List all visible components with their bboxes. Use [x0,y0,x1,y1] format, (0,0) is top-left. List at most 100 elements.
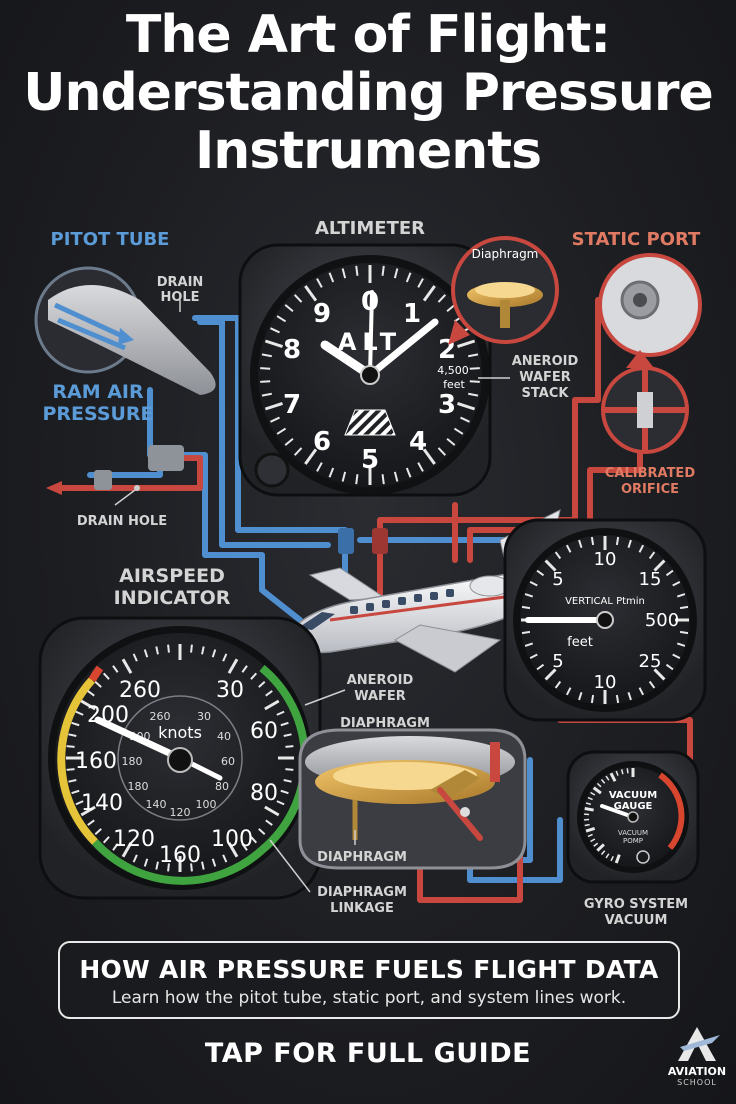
dial-tick [241,665,248,673]
dial-tick [87,819,95,826]
dial-tick [592,786,602,795]
dial-tick [468,353,479,358]
dial-tick [241,843,248,851]
dial-tick [102,836,110,844]
vacuum-label: VACUUM [618,829,648,837]
dial-tick [250,836,258,844]
vsi-title: VERTICAL Ptmin [565,596,645,607]
dial-tick [469,367,480,370]
dial-tick [71,721,80,727]
info-banner[interactable]: HOW AIR PRESSURE FUELS FLIGHT DATA Learn… [58,941,680,1019]
vsi-number: 25 [639,651,662,672]
diaphragm-cutaway-illustration [298,728,527,870]
airspeed-unit: knots [158,723,202,742]
vsi-number: 10 [594,549,617,570]
dial-tick [524,593,534,598]
dial-tick [676,642,686,647]
vsi-number: 15 [639,569,662,590]
dial-tick [293,447,303,456]
calibrated-orifice-illustration [601,366,689,454]
altimeter-number: 1 [403,299,421,329]
dial-tick [605,775,610,781]
dial-tick [285,768,294,771]
dial-tick [222,854,228,863]
dial-tick [417,462,424,472]
dial-tick [648,551,656,560]
airspeed-inner-number: 60 [221,755,235,768]
dial-tick [585,827,596,833]
dial-tick [283,779,292,783]
dial-tick [94,828,102,836]
airspeed-inner-number: 30 [197,710,211,723]
airspeed-outer-number: 100 [211,827,253,852]
dial-tick [75,800,84,806]
dial-tick [211,649,217,658]
dial-tick [529,580,538,587]
static-port-illustration [598,253,702,368]
dial-tick [590,838,596,843]
dial-tick [676,593,686,598]
dial-tick [260,380,271,383]
line-connector-icon [338,528,354,554]
dial-tick [648,680,656,689]
dial-tick [615,694,620,704]
dial-tick [605,853,610,859]
dial-tick [596,782,602,788]
dial-tick [565,687,572,696]
dial-tick [68,779,77,783]
dial-tick [227,658,239,674]
dial-tick [460,416,470,423]
title-line-1: The Art of Flight: [125,5,611,65]
dial-tick [600,778,606,784]
airspeed-inner-number: 140 [146,798,167,811]
altimeter-number: 6 [313,427,331,457]
label-static-port: STATIC PORT [572,229,701,250]
dial-tick [355,474,359,485]
vacuum-label: GAUGE [614,801,653,812]
label-diaphragm-lower: DIAPHRAGM [317,850,407,865]
dial-tick [524,642,534,647]
full-guide-link[interactable]: TAP FOR FULL GUIDE [204,1038,532,1069]
dial-tick [544,668,557,681]
aviation-logo-icon [678,1027,720,1061]
dial-tick [250,672,258,680]
altimeter-number: 7 [283,390,301,420]
altimeter-gauge: 0 1 2 3 4 5 6 7 8 9 ALT 4,500 feet [238,243,492,497]
dial-tick [285,745,294,748]
airspeed-indicator-gauge: 260 30 60 80 100 160 120 140 160 200 260… [38,616,322,900]
dial-tick [276,427,287,435]
dial-tick [587,833,593,838]
dial-tick [578,539,583,549]
dial-tick [190,644,193,653]
logo-sub: SCHOOL [677,1078,717,1087]
dial-tick [132,854,138,863]
dial-tick [264,339,283,348]
dial-tick [270,327,280,334]
airspeed-outer-number: 260 [119,678,161,703]
dial-tick [381,265,385,276]
title-line-3: Instruments [194,121,542,181]
dial-tick [587,796,593,801]
dial-tick [121,658,133,674]
dial-tick [280,721,289,727]
label-calibrated-orifice: CALIBRATED [605,466,695,481]
dial-tick [393,268,399,279]
dial-tick [609,772,617,782]
dial-tick [653,668,666,681]
dial-tick [578,691,583,701]
dial-tick [75,710,84,716]
airspeed-outer-number: 120 [113,827,155,852]
dial-tick [437,447,447,456]
diaphragm-inset: Diaphragm [448,236,559,345]
altimeter-number: 5 [361,445,379,475]
dial-tick [610,855,614,862]
airspeed-inner-number: 180 [122,755,143,768]
dial-tick [201,646,205,655]
label-calibrated-orifice: ORIFICE [621,482,679,497]
dial-tick [280,789,289,795]
dial-tick [284,437,294,446]
dial-tick [665,569,674,577]
label-gyro-system-vacuum: VACUUM [605,913,668,928]
dial-tick [265,690,273,697]
dial-tick [264,699,280,711]
